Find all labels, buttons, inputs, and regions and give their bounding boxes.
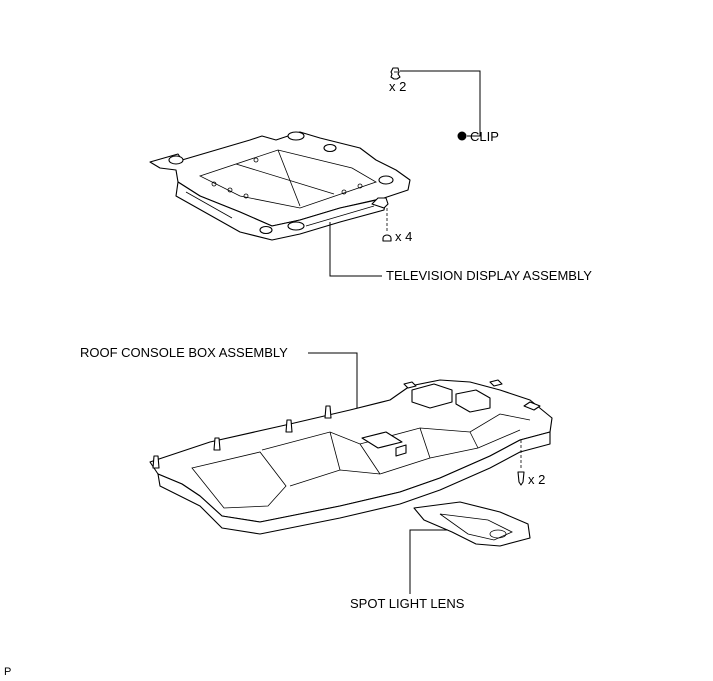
roof-console-label: ROOF CONSOLE BOX ASSEMBLY — [80, 345, 288, 360]
spot-light-lens-part — [413, 501, 531, 547]
spot-light-leader-line — [409, 529, 448, 594]
clip-quantity-label: x 2 — [389, 79, 407, 94]
tv-display-leader-line — [329, 222, 382, 277]
nut-part — [382, 234, 392, 242]
nut-quantity-label: x 4 — [395, 229, 413, 244]
spot-light-label: SPOT LIGHT LENS — [350, 596, 465, 611]
clip-leader-line — [400, 70, 481, 137]
roof-console-box-assembly — [149, 379, 553, 535]
roof-console-leader-line — [308, 352, 358, 414]
screw-quantity-label: x 2 — [528, 472, 546, 487]
screw-part — [517, 471, 525, 486]
tv-display-label: TELEVISION DISPLAY ASSEMBLY — [386, 268, 592, 283]
clip-part — [390, 67, 401, 80]
clip-marker-icon — [457, 131, 467, 141]
television-display-assembly — [149, 131, 411, 241]
corner-code: P — [4, 666, 12, 678]
clip-label: CLIP — [470, 129, 499, 144]
